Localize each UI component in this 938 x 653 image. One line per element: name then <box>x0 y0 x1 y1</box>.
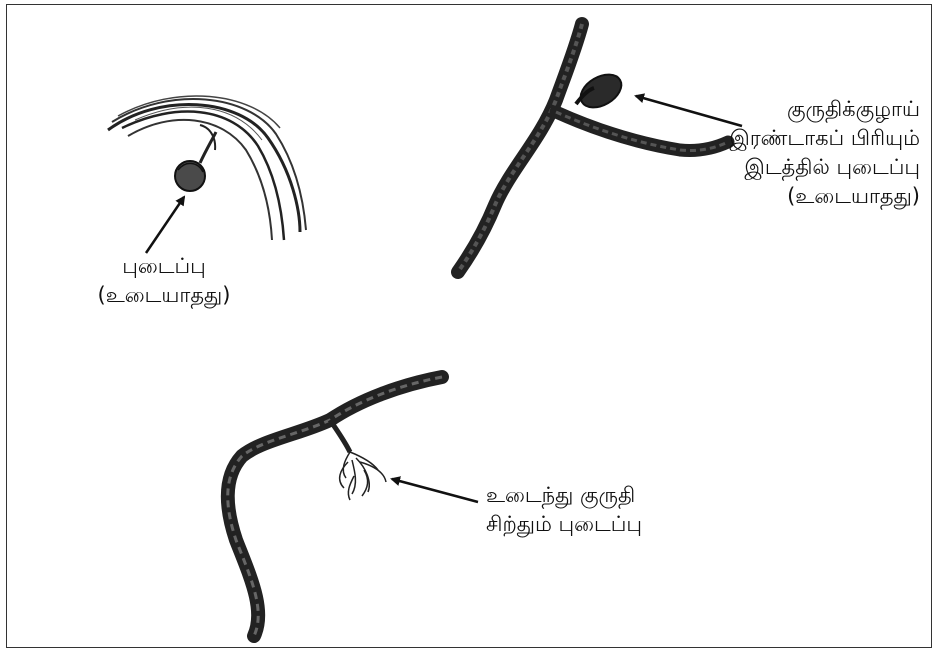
ruptured-aneurysm-3 <box>340 452 386 500</box>
label-aneurysm-1-line-1: புடைப்பு <box>84 252 244 281</box>
label-aneurysm-2-line-3: இடத்தில் புடைப்பு <box>698 153 920 182</box>
aneurysm-sac-2 <box>575 68 627 114</box>
label-aneurysm-1: புடைப்பு (உடையாதது) <box>84 252 244 310</box>
label-aneurysm-2-line-2: இரண்டாகப் பிரியும் <box>698 124 920 153</box>
vessel-3 <box>228 377 442 636</box>
label-aneurysm-3-line-2: சிற்தும் புடைப்பு <box>486 510 696 539</box>
label-aneurysm-2: குருதிக்குழாய் இரண்டாகப் பிரியும் இடத்தி… <box>698 95 920 211</box>
arrow-1 <box>146 197 184 253</box>
aneurysm-sac-1 <box>175 161 205 191</box>
label-aneurysm-3: உடைந்து குருதி சிற்தும் புடைப்பு <box>486 481 696 539</box>
label-aneurysm-3-line-1: உடைந்து குருதி <box>486 481 696 510</box>
label-aneurysm-2-line-4: (உடையாதது) <box>698 182 920 211</box>
label-aneurysm-1-line-2: (உடையாதது) <box>84 281 244 310</box>
arrow-3 <box>392 479 478 502</box>
vessel-2 <box>458 24 728 272</box>
vessel-1 <box>108 96 306 240</box>
label-aneurysm-2-line-1: குருதிக்குழாய் <box>698 95 920 124</box>
